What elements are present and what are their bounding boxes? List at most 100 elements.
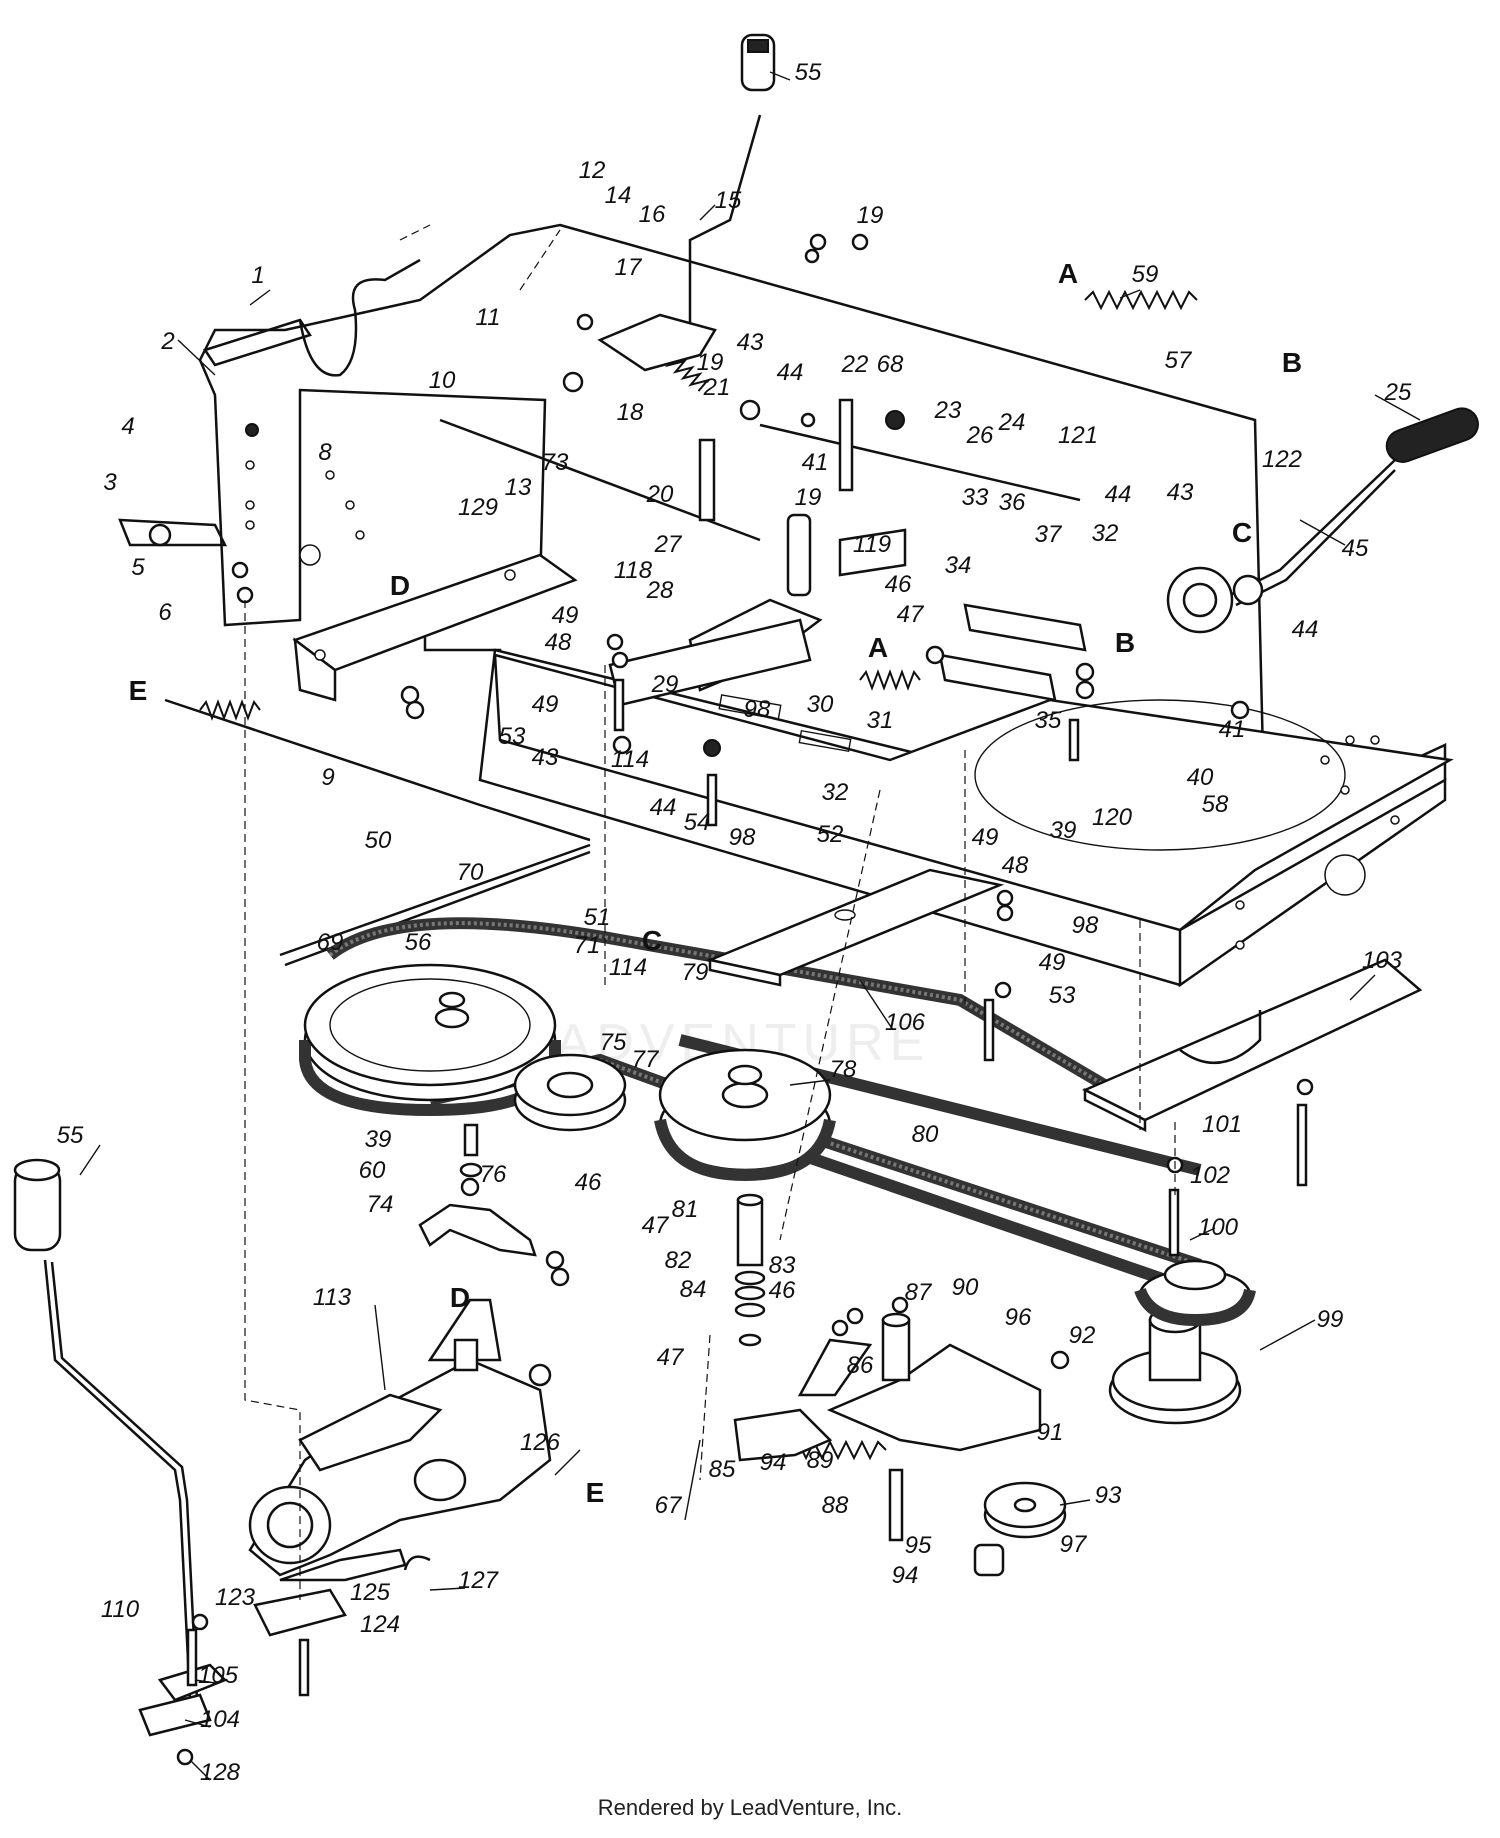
reference-E: E: [129, 675, 148, 706]
callout-126: 126: [520, 1429, 561, 1456]
callout-53: 53: [1049, 982, 1076, 1009]
main-frame: [198, 223, 1454, 988]
callout-39: 39: [1050, 817, 1077, 844]
callout-22: 22: [841, 351, 869, 378]
callout-106: 106: [885, 1009, 926, 1036]
transaxle: [248, 1298, 552, 1577]
callout-50: 50: [365, 827, 392, 854]
idler-bracket-74: [418, 1123, 537, 1257]
callout-47: 47: [642, 1212, 670, 1239]
engine-plates: [705, 868, 1423, 1133]
footer-credit: Rendered by LeadVenture, Inc.: [597, 1795, 903, 1820]
callout-68: 68: [877, 351, 904, 378]
callout-48: 48: [545, 629, 572, 656]
callout-79: 79: [682, 959, 709, 986]
callout-44: 44: [1292, 616, 1319, 643]
callout-91: 91: [1037, 1419, 1064, 1446]
callout-123: 123: [215, 1584, 256, 1611]
callout-23: 23: [934, 397, 962, 424]
callout-51: 51: [584, 904, 611, 931]
callout-120: 120: [1092, 804, 1133, 831]
callout-11: 11: [476, 304, 501, 331]
callout-18: 18: [617, 399, 644, 426]
callout-92: 92: [1069, 1322, 1096, 1349]
callout-49: 49: [1039, 949, 1066, 976]
reference-D: D: [390, 570, 410, 601]
callout-102: 102: [1190, 1162, 1230, 1189]
fasteners: [176, 233, 1314, 1766]
callout-69: 69: [317, 929, 344, 956]
callout-118: 118: [614, 557, 653, 584]
seat-bracket: [118, 258, 421, 547]
callout-1: 1: [251, 262, 264, 289]
leaders: [79, 71, 1421, 1781]
callout-96: 96: [1005, 1304, 1032, 1331]
callout-52: 52: [817, 821, 844, 848]
callout-43: 43: [532, 744, 559, 771]
transaxle-mount: [253, 1548, 431, 1637]
callout-47: 47: [897, 601, 925, 628]
callout-113: 113: [313, 1284, 352, 1311]
callout-15: 15: [715, 187, 742, 214]
callout-122: 122: [1262, 446, 1302, 473]
callout-98: 98: [1072, 912, 1099, 939]
callout-83: 83: [769, 1252, 796, 1279]
callout-46: 46: [575, 1169, 602, 1196]
callout-25: 25: [1384, 379, 1412, 406]
callout-86: 86: [847, 1352, 874, 1379]
callout-93: 93: [1095, 1482, 1122, 1509]
callout-70: 70: [457, 859, 484, 886]
callout-74: 74: [367, 1191, 394, 1218]
seat-slide-rail: [292, 553, 578, 702]
callout-105: 105: [198, 1662, 239, 1689]
callout-41: 41: [802, 449, 829, 476]
callout-17: 17: [615, 254, 643, 281]
callout-10: 10: [429, 367, 456, 394]
callout-95: 95: [905, 1532, 932, 1559]
callout-9: 9: [321, 764, 334, 791]
callout-98: 98: [744, 696, 771, 723]
lift-handle: [1166, 407, 1479, 634]
callout-48: 48: [1002, 852, 1029, 879]
callout-21: 21: [703, 374, 731, 401]
callout-90: 90: [952, 1274, 979, 1301]
callout-57: 57: [1165, 347, 1193, 374]
callout-12: 12: [579, 157, 606, 184]
callout-60: 60: [359, 1157, 386, 1184]
callout-84: 84: [680, 1276, 707, 1303]
callout-43: 43: [737, 329, 764, 356]
transmission-pulley-99: [1108, 1259, 1256, 1425]
callout-80: 80: [912, 1121, 939, 1148]
callout-32: 32: [1092, 520, 1119, 547]
callout-121: 121: [1058, 422, 1098, 449]
callout-100: 100: [1198, 1214, 1239, 1241]
callout-45: 45: [1342, 535, 1369, 562]
callout-19: 19: [697, 349, 724, 376]
reference-C: C: [642, 925, 662, 956]
callout-26: 26: [966, 422, 994, 449]
callout-125: 125: [350, 1579, 391, 1606]
callout-53: 53: [499, 723, 526, 750]
callout-4: 4: [121, 413, 134, 440]
callout-3: 3: [103, 469, 117, 496]
callout-81: 81: [672, 1196, 699, 1223]
callout-58: 58: [1202, 791, 1229, 818]
callout-2: 2: [160, 328, 174, 355]
reference-D: D: [450, 1282, 470, 1313]
callout-27: 27: [654, 531, 683, 558]
callout-97: 97: [1060, 1531, 1088, 1558]
callout-43: 43: [1167, 479, 1194, 506]
callout-98: 98: [729, 824, 756, 851]
callout-19: 19: [795, 484, 822, 511]
callout-129: 129: [458, 494, 498, 521]
shift-lever-top: [688, 33, 776, 330]
callout-47: 47: [657, 1344, 685, 1371]
callout-73: 73: [542, 449, 569, 476]
callout-36: 36: [999, 489, 1026, 516]
reference-B: B: [1282, 347, 1302, 378]
callout-124: 124: [360, 1611, 400, 1638]
callout-44: 44: [777, 359, 804, 386]
callout-55: 55: [795, 59, 822, 86]
callout-77: 77: [632, 1046, 660, 1073]
callout-56: 56: [405, 929, 432, 956]
